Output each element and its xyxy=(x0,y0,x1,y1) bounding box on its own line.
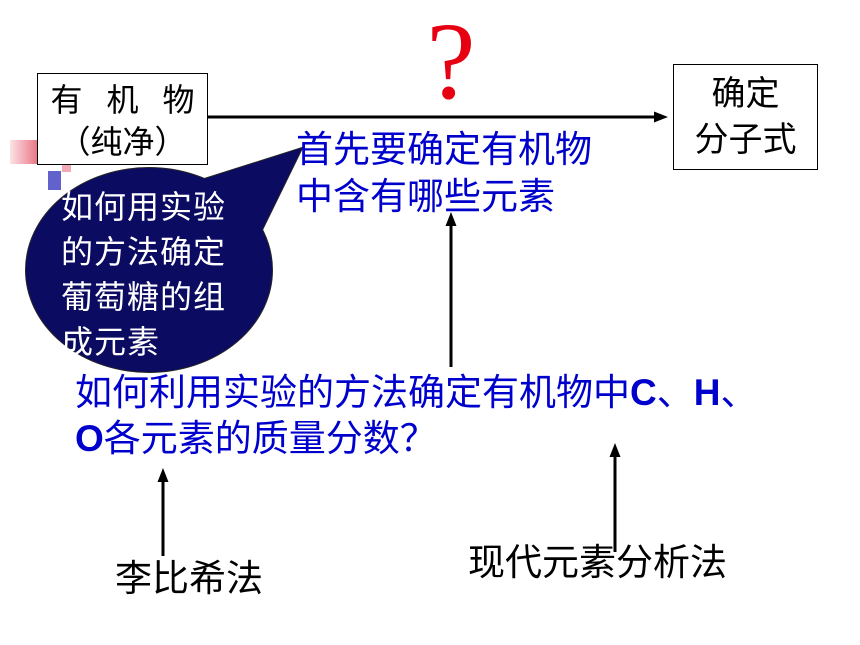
first-step-text: 首先要确定有机物 中含有哪些元素 xyxy=(296,126,592,220)
question-mark: ? xyxy=(426,0,476,122)
callout-bubble xyxy=(25,146,304,373)
callout-text: 如何用实验 的方法确定 葡萄糖的组 成元素 xyxy=(61,185,226,365)
first-step-line-1: 首先要确定有机物 xyxy=(296,129,592,170)
element-hydrogen: H xyxy=(693,372,721,413)
first-step-line-2: 中含有哪些元素 xyxy=(296,176,555,217)
separator-1: 、 xyxy=(656,372,694,413)
mass-fraction-question: 如何利用实验的方法确定有机物中C、H、 O各元素的质量分数？ xyxy=(75,370,757,462)
molecular-formula-label: 分子式 xyxy=(694,122,797,159)
modern-elemental-analysis-label: 现代元素分析法 xyxy=(468,543,727,584)
callout-tail-cover xyxy=(195,148,302,238)
callout-line-4: 成元素 xyxy=(61,324,161,360)
callout-line-2: 的方法确定 xyxy=(61,234,227,270)
organic-compound-box: 有 机 物 （纯净） xyxy=(37,73,208,165)
question-text-start: 如何利用实验的方法确定有机物中 xyxy=(75,372,630,413)
callout-ellipse-cover xyxy=(26,168,272,372)
slide-decoration-square xyxy=(48,171,61,190)
callout-line-1: 如何用实验 xyxy=(61,189,227,225)
question-text-end: 各元素的质量分数？ xyxy=(103,418,437,459)
organic-compound-label: 有 机 物 xyxy=(50,82,203,118)
molecular-formula-box: 确定 分子式 xyxy=(673,64,818,170)
question-line-1: 如何利用实验的方法确定有机物中C、H、 xyxy=(75,370,757,416)
slide-decoration-square-small xyxy=(62,164,71,172)
purity-label: （纯净） xyxy=(58,124,187,160)
question-line-2: O各元素的质量分数？ xyxy=(75,416,757,462)
element-carbon: C xyxy=(630,372,657,413)
element-oxygen: O xyxy=(75,418,104,459)
separator-2: 、 xyxy=(720,372,758,413)
determine-label: 确定 xyxy=(711,76,780,113)
callout-line-3: 葡萄糖的组 xyxy=(61,279,227,315)
liebig-method-label: 李比希法 xyxy=(115,559,263,600)
